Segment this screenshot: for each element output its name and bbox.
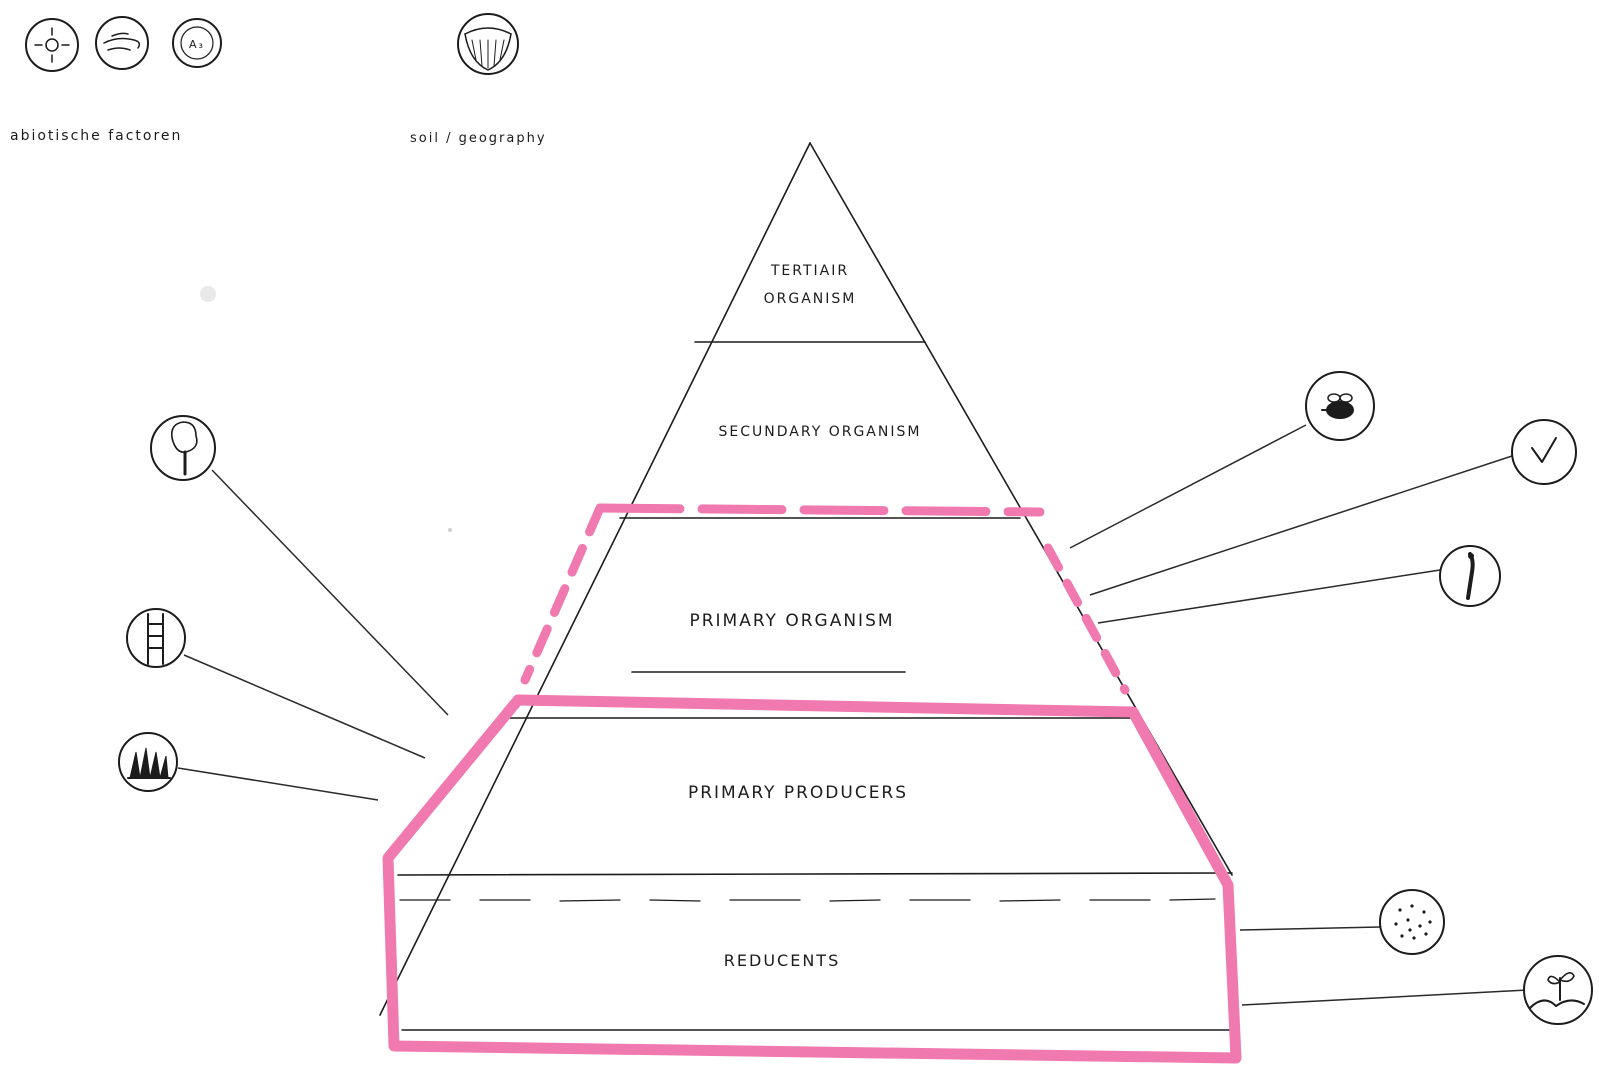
connector-worm <box>1098 570 1440 623</box>
worm-icon <box>1440 546 1500 606</box>
smudge <box>200 286 216 302</box>
bird-icon <box>1512 420 1576 484</box>
primary-organism-label: PRIMARY ORGANISM <box>689 611 894 631</box>
connector-ladder <box>184 655 425 758</box>
connector-soil-particles <box>1240 927 1380 930</box>
tertiary-organism-label-line2: ORGANISM <box>764 291 857 307</box>
bee-icon <box>1306 372 1374 440</box>
primary-producers-label: PRIMARY PRODUCERS <box>688 783 908 803</box>
soil-geography-label: soil / geography <box>410 131 547 146</box>
soil-particles-icon <box>1380 890 1444 954</box>
smudge <box>448 528 452 532</box>
connector-sprout <box>1242 990 1528 1005</box>
secondary-organism-label: SECUNDARY ORGANISM <box>719 424 922 440</box>
ladder-icon <box>127 609 185 667</box>
tertiary-organism-label-line1: TERTIAIR <box>770 263 849 279</box>
svg-text:A₃: A₃ <box>189 38 205 51</box>
connector-bee <box>1070 425 1306 548</box>
base-highlight <box>388 700 1236 1058</box>
reducents-label: REDUCENTS <box>724 951 840 970</box>
soil-bowl-icon <box>458 14 518 74</box>
grass-icon <box>119 733 177 791</box>
sun-icon <box>26 19 78 71</box>
element-icon: A₃ <box>173 19 221 67</box>
sprout-icon <box>1524 956 1592 1024</box>
abiotic-factors-label: abiotische factoren <box>10 128 182 144</box>
connector-tree <box>212 470 448 715</box>
wind-icon <box>96 17 148 69</box>
tree-icon <box>151 416 215 480</box>
connector-grass <box>178 768 378 800</box>
primary-organism-highlight <box>525 508 1125 690</box>
